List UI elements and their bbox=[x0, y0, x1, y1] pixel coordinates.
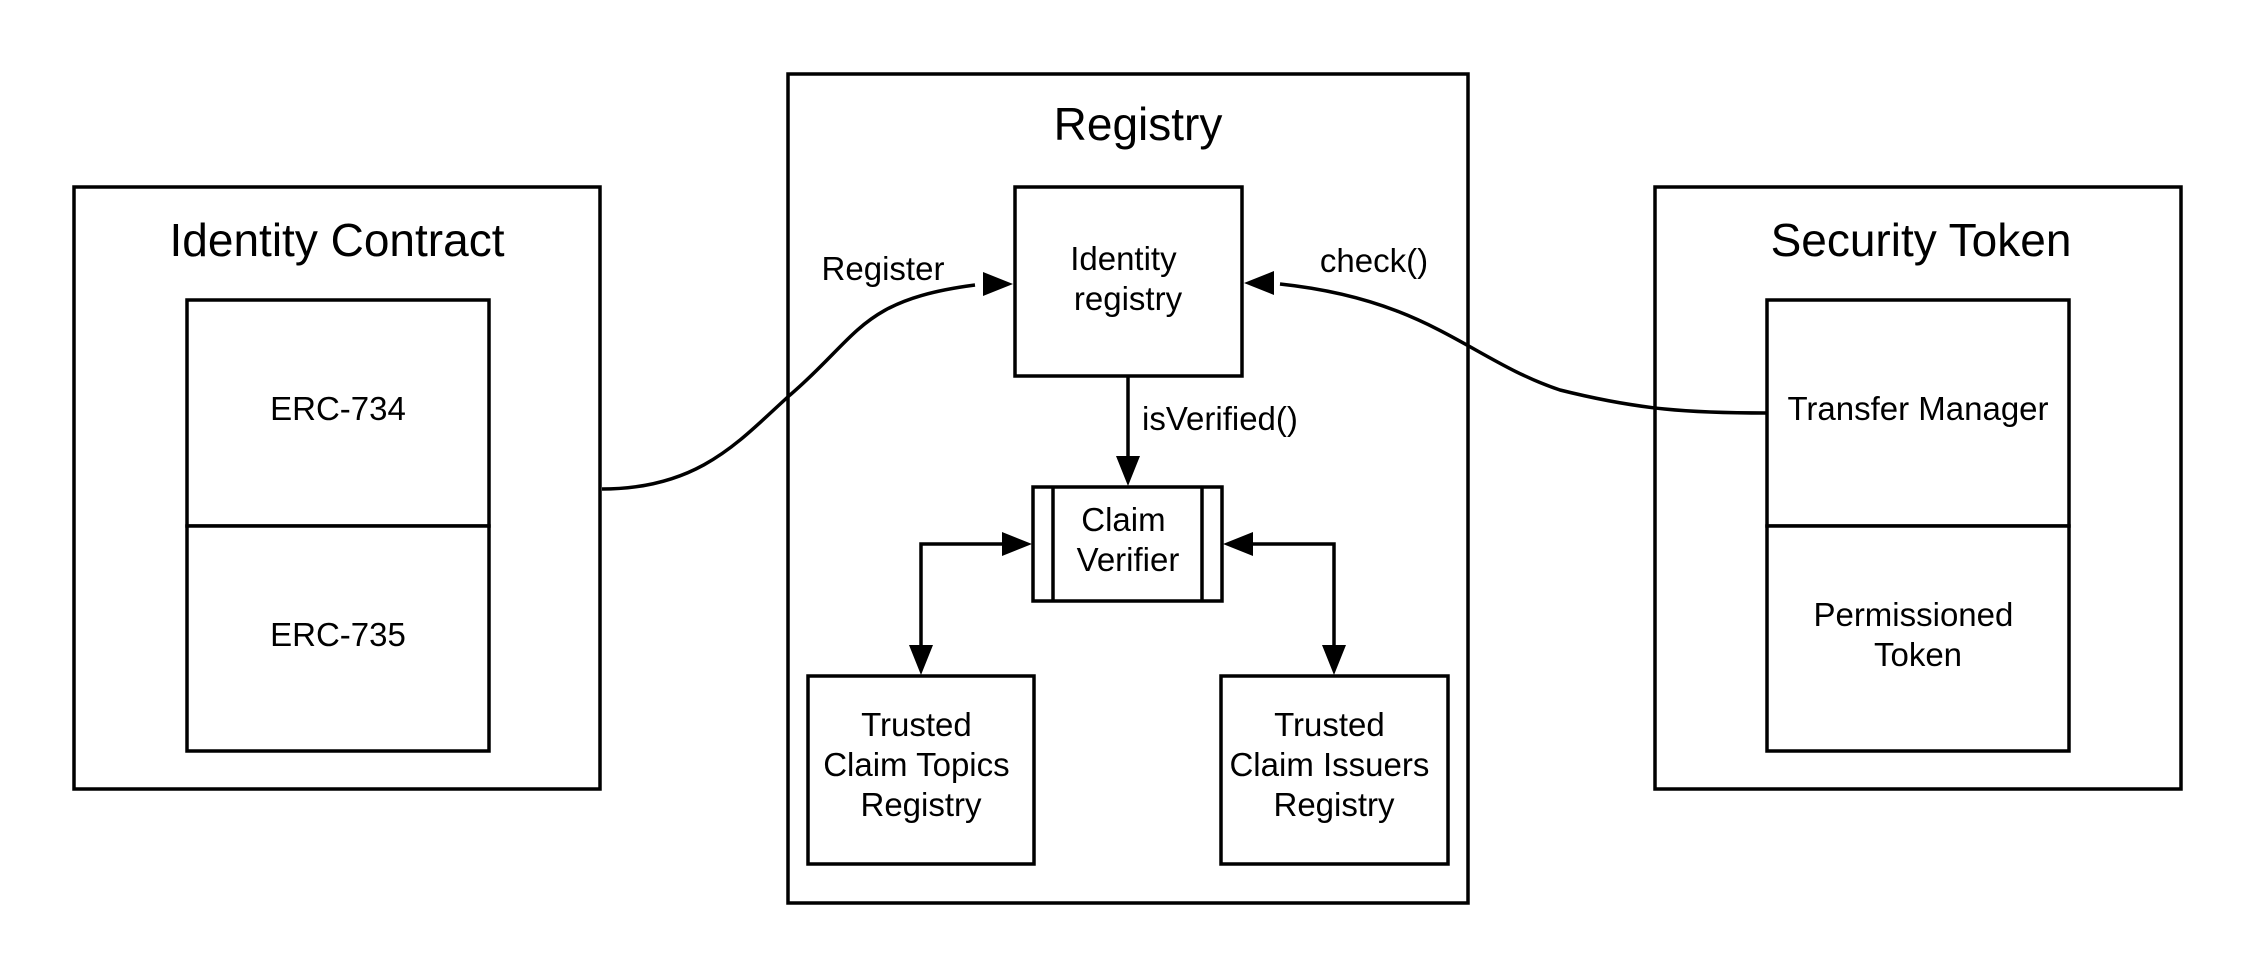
register-label: Register bbox=[822, 250, 945, 287]
permissioned-token-label: Permissioned Token bbox=[1813, 596, 2022, 673]
claim-verifier-box bbox=[1031, 485, 1224, 603]
registry-title: Registry bbox=[1054, 98, 1223, 150]
trusted-claim-issuers-box bbox=[1219, 674, 1450, 866]
claim-verifier-label: Claim Verifier bbox=[1077, 501, 1180, 578]
topics-arrowhead-registry bbox=[909, 645, 933, 675]
register-connector bbox=[601, 283, 976, 491]
erc735-label: ERC-735 bbox=[270, 616, 406, 653]
register-arrowhead bbox=[983, 272, 1013, 296]
check-connector bbox=[1279, 282, 1768, 415]
check-arrowhead bbox=[1244, 271, 1274, 295]
issuers-arrowhead-verifier bbox=[1223, 532, 1253, 556]
identity-registry-label: Identity registry bbox=[1070, 240, 1186, 317]
trusted-claim-topics-box bbox=[806, 674, 1036, 866]
identity-contract-group: Identity Contract ERC-734 ERC-735 bbox=[72, 185, 602, 791]
security-token-group: Security Token Transfer Manager Permissi… bbox=[1653, 185, 2183, 791]
permissioned-token-box bbox=[1765, 524, 2071, 753]
erc734-label: ERC-734 bbox=[270, 390, 406, 427]
erc735-box bbox=[185, 524, 491, 753]
transfer-manager-box bbox=[1765, 298, 2071, 528]
issuers-arrowhead-registry bbox=[1322, 645, 1346, 675]
security-token-title: Security Token bbox=[1771, 214, 2072, 266]
transfer-manager-label: Transfer Manager bbox=[1787, 390, 2048, 427]
identity-contract-title: Identity Contract bbox=[170, 214, 505, 266]
registry-group: Registry Identity registry Claim Verifie… bbox=[786, 72, 1470, 905]
issuers-connector bbox=[1253, 542, 1336, 645]
is-verified-arrowhead bbox=[1116, 456, 1140, 486]
erc734-box bbox=[185, 298, 491, 528]
trusted-claim-issuers-label: Trusted Claim Issuers Registry bbox=[1229, 706, 1438, 823]
check-label: check() bbox=[1320, 242, 1428, 279]
topics-connector bbox=[919, 542, 1002, 645]
trusted-claim-topics-label: Trusted Claim Topics Registry bbox=[823, 706, 1019, 823]
is-verified-label: isVerified() bbox=[1142, 400, 1298, 437]
identity-registry-box bbox=[1013, 185, 1244, 378]
topics-arrowhead-verifier bbox=[1002, 532, 1032, 556]
